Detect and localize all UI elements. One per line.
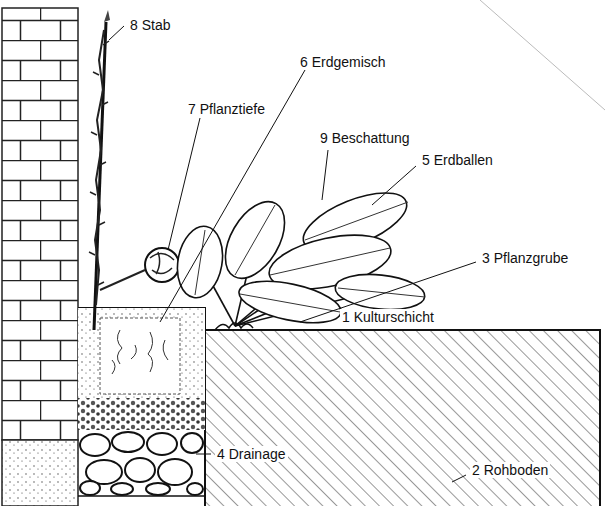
callout-label: 6 Erdgemisch xyxy=(298,54,388,70)
callout-label: 9 Beschattung xyxy=(318,130,412,146)
callout-label: 1 Kulturschicht xyxy=(340,309,436,325)
callout-label: 3 Pflanzgrube xyxy=(480,250,570,266)
callout-label: 2 Rohboden xyxy=(470,462,550,478)
callout-label: 5 Erdballen xyxy=(420,152,495,168)
callout-label: 7 Pflanztiefe xyxy=(186,101,267,117)
callout-label: 8 Stab xyxy=(128,17,172,33)
callout-label: 4 Drainage xyxy=(215,446,288,462)
